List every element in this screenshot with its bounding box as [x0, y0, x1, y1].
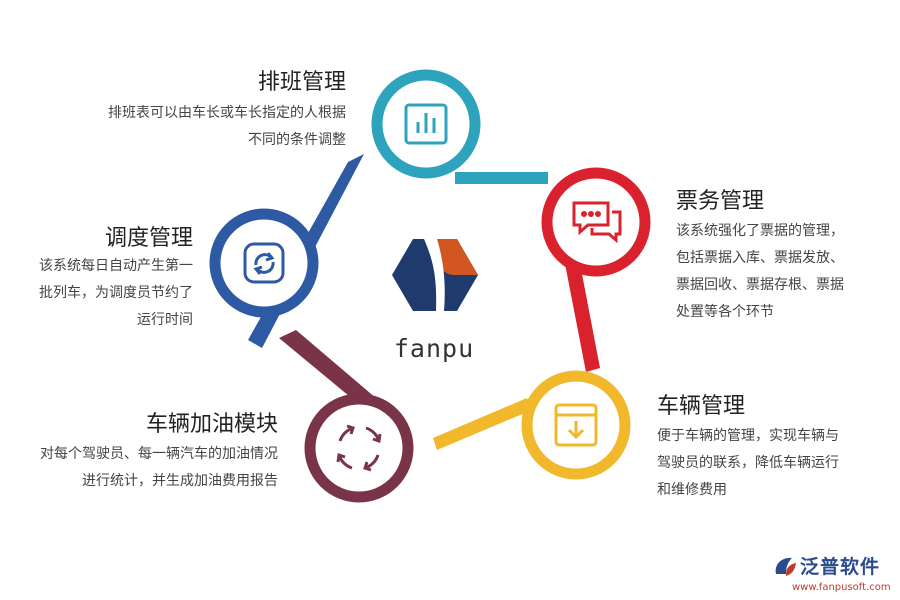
connector-refuel — [433, 398, 532, 450]
ticketing-desc-line: 处置等各个环节 — [676, 304, 774, 320]
dispatch-desc-line: 该系统每日自动产生第一 — [39, 258, 193, 274]
bar-chart-icon — [404, 103, 448, 145]
refuel-title: 车辆加油模块 — [145, 412, 278, 437]
cycle-arrows-icon — [336, 424, 382, 472]
node-refuel — [304, 393, 414, 503]
node-ticketing — [541, 167, 651, 277]
dispatch-description: 该系统每日自动产生第一 批列车，为调度员节约了 运行时间 — [0, 253, 193, 334]
ticketing-desc-line: 该系统强化了票据的管理， — [676, 223, 844, 239]
node-vehicle — [521, 370, 631, 480]
brand-logo-icon — [775, 557, 796, 576]
ticketing-description: 该系统强化了票据的管理， 包括票据入库、票据发放、 票据回收、票据存根、票据 处… — [676, 218, 886, 326]
chat-bubbles-icon — [572, 201, 622, 244]
brand-url: www.fanpusoft.com — [792, 582, 891, 593]
connector-ticketing — [455, 172, 548, 184]
refuel-desc-line: 进行统计，并生成加油费用报告 — [82, 473, 278, 489]
dispatch-desc-line: 批列车，为调度员节约了 — [39, 285, 193, 301]
ticketing-title: 票务管理 — [676, 189, 765, 214]
scheduling-description: 排班表可以由车长或车长指定的人根据 不同的条件调整 — [40, 100, 346, 154]
ticketing-desc-line: 包括票据入库、票据发放、 — [676, 250, 844, 266]
scheduling-desc-line: 排班表可以由车长或车长指定的人根据 — [108, 105, 346, 121]
brand-name: 泛普软件 — [800, 556, 881, 578]
refresh-icon — [243, 242, 285, 284]
brand-watermark: 泛普软件 www.fanpusoft.com — [772, 554, 896, 598]
scheduling-title: 排班管理 — [257, 70, 346, 95]
center-label: fanpu — [393, 334, 475, 363]
dispatch-title: 调度管理 — [104, 226, 193, 251]
refuel-description: 对每个驾驶员、每一辆汽车的加油情况 进行统计，并生成加油费用报告 — [0, 441, 278, 495]
scheduling-desc-line: 不同的条件调整 — [248, 132, 346, 148]
vehicle-description: 便于车辆的管理，实现车辆与 驾驶员的联系，降低车辆运行 和维修费用 — [657, 423, 892, 504]
node-scheduling — [371, 69, 481, 179]
refuel-desc-line: 对每个驾驶员、每一辆汽车的加油情况 — [40, 446, 278, 462]
vehicle-desc-line: 和维修费用 — [657, 482, 727, 498]
vehicle-title: 车辆管理 — [657, 394, 746, 419]
dispatch-desc-line: 运行时间 — [137, 312, 193, 328]
vehicle-desc-line: 驾驶员的联系，降低车辆运行 — [657, 455, 839, 471]
vehicle-desc-line: 便于车辆的管理，实现车辆与 — [657, 428, 839, 444]
fanpu-logo — [392, 239, 478, 311]
download-box-icon — [554, 403, 598, 447]
ticketing-desc-line: 票据回收、票据存根、票据 — [676, 277, 844, 293]
node-dispatch — [209, 208, 319, 318]
